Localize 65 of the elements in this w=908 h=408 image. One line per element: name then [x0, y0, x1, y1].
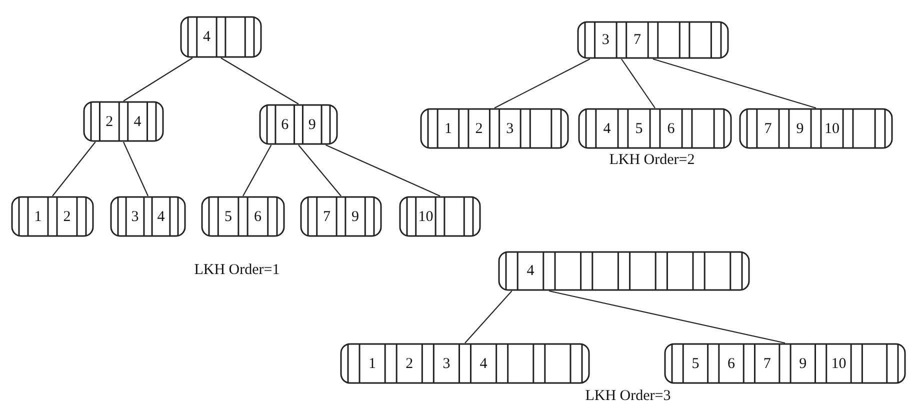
tree-node: [420, 108, 569, 149]
key-value: 4: [156, 208, 166, 224]
tree-node: [739, 108, 893, 149]
key-value: 2: [62, 208, 72, 224]
key-value: 5: [690, 356, 700, 372]
tree-node: [664, 343, 906, 384]
tree-edge: [242, 144, 272, 196]
key-value: 2: [104, 114, 114, 130]
key-value: 1: [443, 120, 453, 136]
key-value: 2: [474, 120, 484, 136]
tree-edge: [298, 144, 342, 196]
tree-node: [180, 16, 262, 58]
tree-edge: [652, 58, 816, 109]
tree-caption: LKH Order=3: [585, 388, 671, 405]
key-value: 10: [417, 208, 434, 224]
tree-node: [399, 196, 481, 237]
key-value: 6: [280, 116, 290, 132]
key-value: 9: [307, 116, 317, 132]
key-value: 3: [442, 356, 452, 372]
key-value: 4: [202, 29, 212, 45]
key-value: 5: [634, 120, 644, 136]
key-value: 6: [252, 208, 262, 224]
tree-node: [578, 108, 732, 149]
key-value: 5: [224, 208, 234, 224]
key-value: 3: [130, 208, 140, 224]
key-value: 7: [322, 208, 332, 224]
tree-node: [498, 251, 750, 291]
key-value: 9: [795, 120, 805, 136]
key-value: 4: [602, 120, 612, 136]
key-value: 1: [33, 208, 43, 224]
key-value: 9: [798, 356, 808, 372]
key-value: 6: [726, 356, 736, 372]
key-value: 7: [763, 120, 773, 136]
tree-edge: [123, 58, 193, 102]
tree-edge: [220, 58, 299, 104]
tree-edge: [123, 142, 148, 196]
tree-node: [83, 101, 164, 142]
tree-caption: LKH Order=2: [609, 152, 695, 169]
key-value: 4: [478, 356, 488, 372]
key-value: 7: [632, 32, 642, 48]
tree-node: [340, 343, 590, 384]
tree-edge: [464, 290, 512, 344]
key-value: 1: [368, 356, 378, 372]
tree-node: [11, 196, 94, 237]
tree-edge: [494, 58, 590, 108]
key-value: 9: [350, 208, 360, 224]
tree-node: [300, 196, 382, 237]
key-value: 3: [505, 120, 515, 136]
tree-edge: [621, 58, 656, 108]
key-value: 4: [526, 263, 536, 279]
tree-node: [577, 21, 729, 59]
tree-node: [110, 196, 186, 237]
key-value: 4: [132, 114, 142, 130]
tree-node: [259, 104, 338, 145]
tree-edge: [549, 290, 786, 344]
tree-caption: LKH Order=1: [194, 262, 280, 279]
key-value: 10: [823, 120, 840, 136]
key-value: 7: [762, 356, 772, 372]
key-value: 10: [830, 356, 848, 372]
tree-edge: [52, 142, 96, 196]
tree-node: [201, 196, 285, 237]
key-value: 3: [600, 32, 610, 48]
key-value: 2: [404, 356, 414, 372]
tree-edge: [326, 144, 440, 196]
key-value: 6: [666, 120, 676, 136]
